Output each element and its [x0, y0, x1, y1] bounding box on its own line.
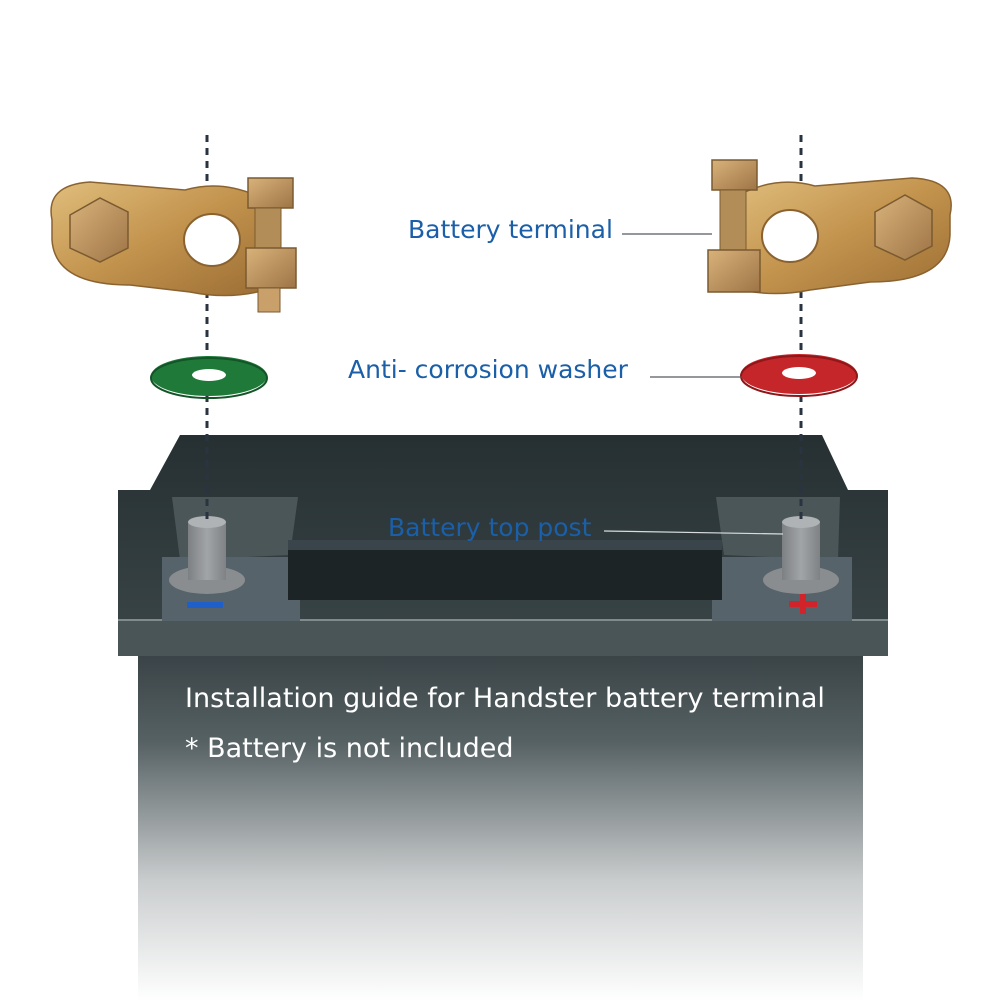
minus-sign	[187, 602, 223, 608]
negative-post-top	[188, 516, 226, 528]
positive-post-shaft	[782, 522, 820, 580]
positive-post-top	[782, 516, 820, 528]
center-channel-rim	[288, 540, 722, 550]
positive-washer	[740, 354, 858, 397]
negative-post	[169, 516, 245, 608]
negative-terminal	[50, 177, 297, 313]
battery	[118, 435, 888, 1001]
center-channel	[288, 548, 722, 600]
positive-recess	[716, 497, 840, 560]
positive-terminal	[707, 159, 952, 295]
washer-label: Anti- corrosion washer	[348, 355, 628, 384]
battery-terminal-label: Battery terminal	[408, 215, 613, 244]
negative-post-shaft	[188, 522, 226, 580]
negative-washer	[150, 356, 268, 399]
positive-post	[763, 516, 839, 614]
post-leader-line	[603, 530, 784, 535]
battery-lid-edge	[118, 620, 888, 656]
top-post-label: Battery top post	[388, 513, 592, 542]
plus-sign-v	[800, 594, 806, 614]
guide-title: Installation guide for Handster battery …	[185, 683, 825, 714]
battery-body	[138, 655, 863, 1001]
guide-note: * Battery is not included	[185, 733, 514, 764]
